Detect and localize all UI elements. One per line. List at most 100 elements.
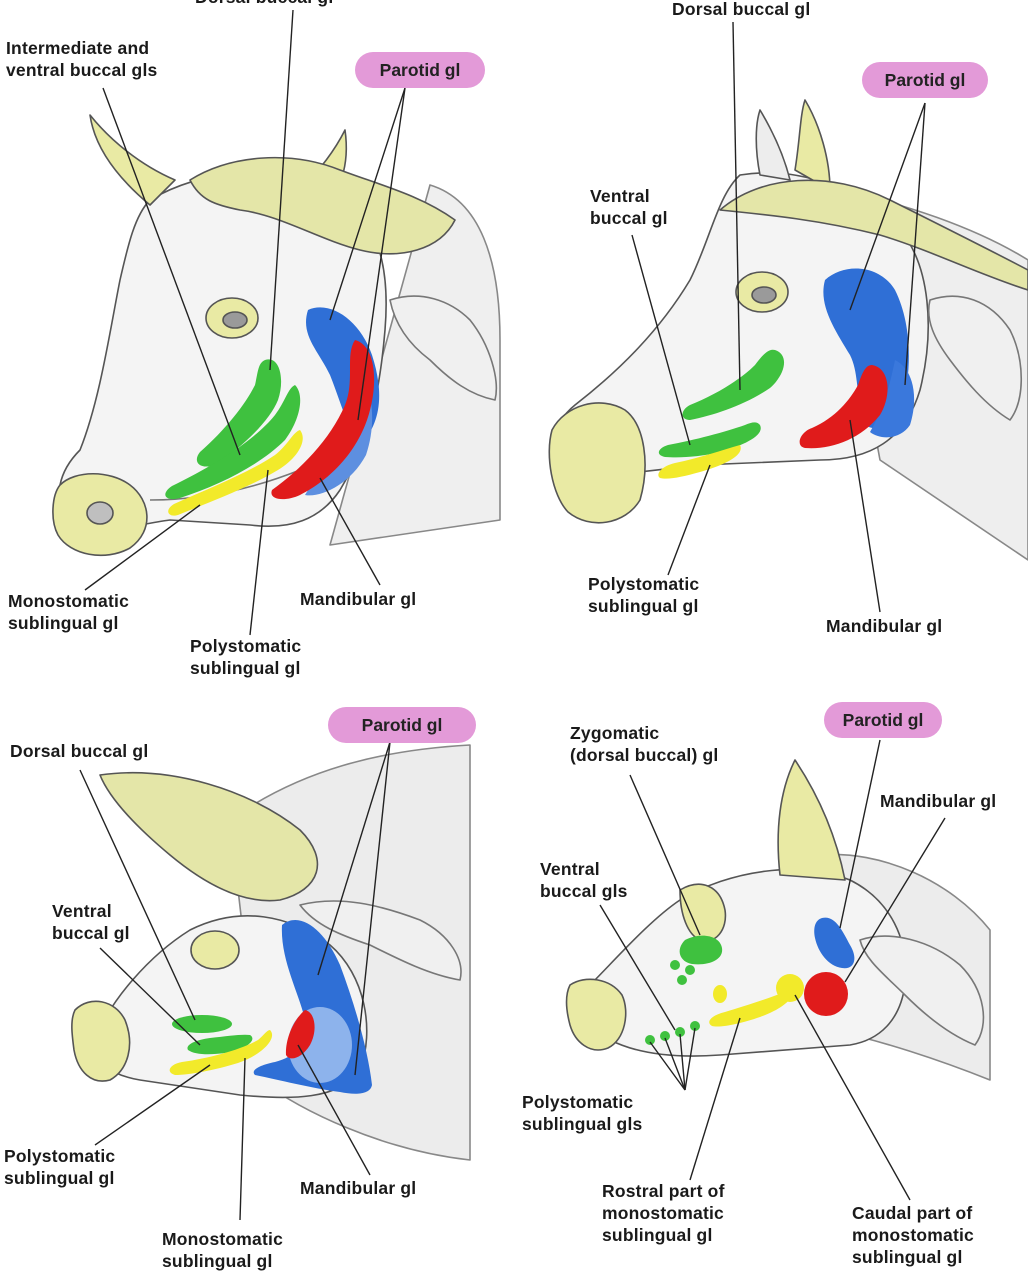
dog-poly-dot-4 [690,1021,700,1031]
dog-line-parotid [839,739,881,929]
dog-buccal-dot-3 [677,975,687,985]
cow-mandibular-gland [271,340,375,500]
dog-label-polystomatic: Polystomatic sublingual gls [522,1092,643,1134]
pig-line-parotid-b [354,741,391,1076]
horse-label-dorsal-buccal: Dorsal buccal gl [672,0,811,19]
pig-mandibular-gland [285,1010,315,1059]
horse-line-ventral [631,234,691,446]
pig-label-ventral-buccal: Ventral buccal gl [52,901,130,943]
pig-leader-lines [79,741,391,1221]
horse-label-ventral-buccal: Ventral buccal gl [590,186,668,228]
dog-line-poly-3 [679,1033,686,1091]
pig-snout [71,1000,131,1082]
cow-label-monostomatic: Monostomatic sublingual gl [8,591,130,633]
horse-ear-back [755,109,791,181]
cow-label-intermediate-ventral-buccal: Intermediate and ventral buccal gls [6,38,158,80]
dog-label-zygomatic: Zygomatic (dorsal buccal) gl [570,723,719,765]
pig-label-polystomatic: Polystomatic sublingual gl [4,1146,116,1188]
pig-label-dorsal-buccal: Dorsal buccal gl [10,741,149,761]
dog-line-poly-4 [684,1027,696,1091]
dog-label-parotid: Parotid gl [824,702,942,738]
pig-sublingual [169,1030,273,1075]
cow-label-parotid: Parotid gl [355,52,485,88]
pig-head [71,744,471,1161]
dog-ear [777,759,846,881]
cow-poll-hair [189,156,456,255]
pig-line-poly [94,1064,211,1146]
horse-mane [719,179,1028,291]
cow-horn-left [89,114,176,206]
horse-line-dorsal [732,21,741,391]
horse-label-parotid: Parotid gl [862,62,988,98]
dog-label-mandibular: Mandibular gl [880,791,997,811]
cow-line-parotid-b [357,87,406,421]
dog-line-ventral-a [599,904,676,1031]
dog-line-mandib [844,817,946,983]
dog-mandibular-gland [804,972,848,1016]
horse-line-mandib [849,419,881,613]
pig-line-mono [239,1057,246,1221]
cow-buccal-lower [165,385,301,500]
cow-label-polystomatic: Polystomatic sublingual gl [190,636,302,678]
dog-line-zygomatic [629,774,701,936]
pig-eye-socket [190,930,240,970]
dog-rostral-sublingual-small [713,985,727,1003]
cow-line-parotid-a [329,87,406,321]
dog-rostral-sublingual [709,990,792,1027]
dog-poly-dot-2 [660,1031,670,1041]
cow-vertebrae [389,295,498,401]
dog-parotid-gland [814,917,855,969]
dog-label-rostral-monostomatic: Rostral part of monostomatic sublingual … [602,1181,725,1245]
cow-line-dorsal [269,9,294,371]
cow-neck [329,184,501,546]
horse-buccal-ventral [658,422,761,458]
cow-leader-lines [84,9,406,636]
pig-ear [99,772,319,902]
cow-sublingual [168,430,303,516]
dog-line-poly-1 [649,1041,686,1091]
cow-line-mandib [319,477,381,586]
dog-buccal-dot-2 [685,965,695,975]
horse-mandibular-gland [799,365,888,449]
dog-line-poly-2 [664,1037,686,1091]
pig-line-ventral [99,947,201,1046]
dog-label-caudal-monostomatic: Caudal part of monostomatic sublingual g… [852,1203,974,1267]
pig-label-mandibular: Mandibular gl [300,1178,417,1198]
cow-eye [222,311,248,329]
dog-buccal-dot-1 [670,960,680,970]
horse-line-parotid-b [904,102,926,386]
cow-line-mono [84,504,201,591]
horse-leader-lines [631,21,926,613]
horse-line-parotid-a [849,102,926,311]
horse-eye [751,286,777,304]
dog-vertebrae [859,935,985,1046]
cow-label-dorsal-buccal: Dorsal buccal gl [195,0,333,8]
dog-label-ventral-buccal: Ventral buccal gls [540,859,628,901]
cow-line-poly [249,469,269,636]
pig-line-parotid-a [317,741,391,976]
pig-buccal-dorsal [172,1015,232,1033]
pig-label-parotid: Parotid gl [328,707,476,743]
cow-label-mandibular: Mandibular gl [300,589,417,609]
horse-buccal-dorsal [682,349,785,420]
horse-label-polystomatic: Polystomatic sublingual gl [588,574,700,616]
dog-poly-dot-1 [645,1035,655,1045]
cow-buccal-upper [196,359,282,467]
dog-zygoma [679,883,727,942]
horse-vertebrae [927,295,1023,421]
pig-line-dorsal [79,769,196,1021]
dog-head [565,759,991,1081]
dog-muzzle [565,978,627,1051]
dog-leader-lines [599,739,946,1201]
cow-head [52,114,501,557]
horse-head [548,99,1028,561]
horse-line-poly [667,464,711,576]
horse-sublingual [658,445,741,479]
dog-line-caudal [794,994,911,1201]
cow-nostril [86,501,114,525]
horse-ear [794,99,831,191]
dog-zygomatic-gland [679,935,723,965]
pig-label-monostomatic: Monostomatic sublingual gl [162,1229,284,1271]
dog-line-rostral [689,1017,741,1181]
